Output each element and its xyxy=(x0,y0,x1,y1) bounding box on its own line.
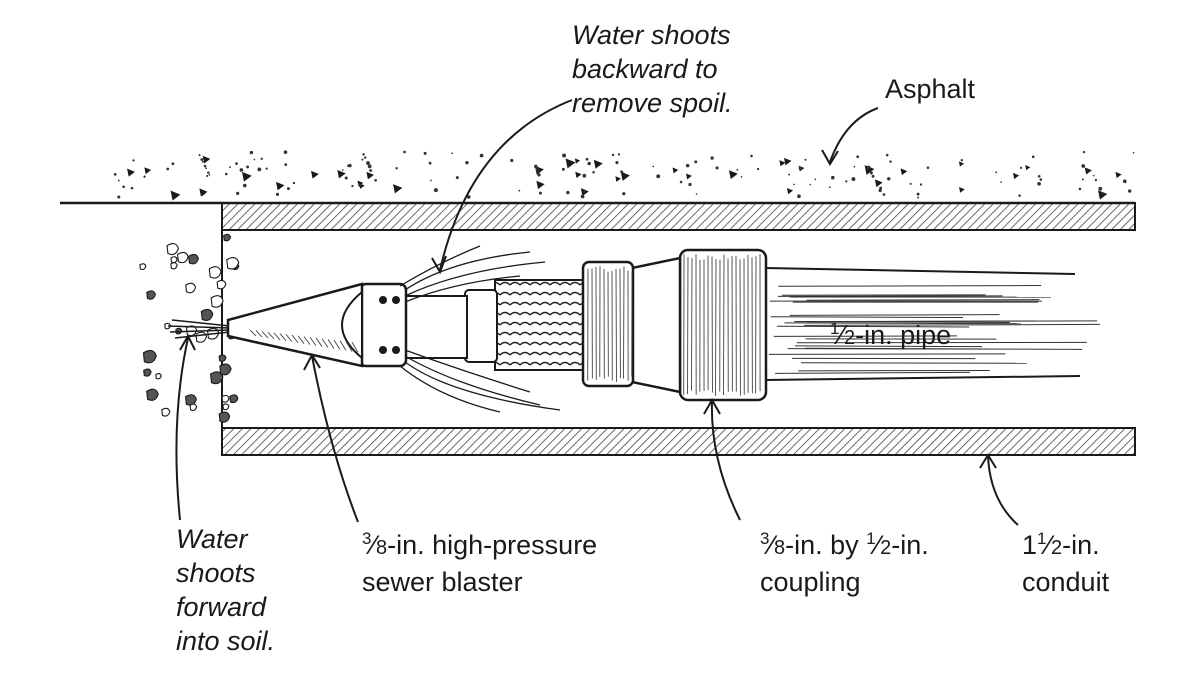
coupling-frac-den-1: 8 xyxy=(773,537,786,559)
half-inch-pipe xyxy=(764,267,1101,381)
label-coupling: 3⁄8-in. by 1⁄2-in. coupling xyxy=(760,529,929,597)
arrow-coupling xyxy=(710,399,741,521)
blaster-frac-num: 3 xyxy=(362,529,372,548)
asphalt-aggregate xyxy=(113,150,1135,201)
label-forward-line-3: forward xyxy=(176,592,267,622)
threaded-nipple xyxy=(404,279,584,371)
soil-debris xyxy=(139,233,240,423)
label-backward-line-1: Water shoots xyxy=(572,20,731,50)
label-forward-line-2: shoots xyxy=(176,558,256,588)
nozzle-tip-dome xyxy=(341,289,363,361)
label-forward-water: Water shoots forward into soil. xyxy=(176,522,275,658)
coupling xyxy=(581,248,768,402)
coupling-mid: -in. by xyxy=(785,530,867,560)
arrowhead-blaster xyxy=(303,352,321,371)
conduit-line-2: conduit xyxy=(1022,567,1110,597)
coupling-frac-num-1: 3 xyxy=(760,529,770,548)
label-asphalt: Asphalt xyxy=(885,74,976,104)
coupling-taper xyxy=(630,256,682,394)
backward-water-spray xyxy=(399,245,561,413)
threads xyxy=(494,279,584,371)
pipe-text: -in. pipe xyxy=(855,320,952,350)
arrowhead-asphalt xyxy=(821,149,839,166)
arrow-conduit xyxy=(987,455,1019,526)
arrowhead-backward xyxy=(431,255,447,275)
asphalt-layer xyxy=(60,150,1135,205)
conduit-top-wall xyxy=(221,202,1136,231)
conduit xyxy=(221,202,1136,456)
label-forward-line-1: Water xyxy=(176,524,248,554)
blaster-frac-den: 8 xyxy=(375,537,388,559)
arrow-blaster xyxy=(311,355,359,523)
label-conduit: 11⁄2-in. conduit xyxy=(1022,529,1110,597)
conduit-frac-num: 1 xyxy=(1037,529,1047,548)
arrow-asphalt xyxy=(829,107,879,163)
sewer-blaster-nozzle xyxy=(226,282,408,368)
conduit-bottom-wall xyxy=(221,427,1136,456)
nipple-collar xyxy=(464,289,498,363)
arrow-forward-water xyxy=(175,337,189,521)
blaster-body xyxy=(404,295,468,359)
conduit-whole: 1 xyxy=(1022,530,1038,560)
forward-water-jet xyxy=(167,319,231,339)
coupling-frac-num-2: 1 xyxy=(866,529,876,548)
coupling-line-2: coupling xyxy=(760,567,861,597)
blaster-line-2: sewer blaster xyxy=(362,567,523,597)
pipe-frac-den: 2 xyxy=(843,327,856,349)
label-backward-line-2: backward to xyxy=(572,54,718,84)
conduit-end: -in. xyxy=(1062,530,1100,560)
pipe-frac-num: 1 xyxy=(830,319,840,338)
label-backward-line-3: remove spoil. xyxy=(572,88,733,118)
conduit-frac-den: 2 xyxy=(1051,537,1063,559)
label-forward-line-4: into soil. xyxy=(176,626,276,656)
label-backward-water: Water shoots backward to remove spoil. xyxy=(572,18,733,120)
label-pipe: 1⁄2-in. pipe xyxy=(830,319,952,350)
arrowhead-forward xyxy=(179,333,196,351)
leader-arrows xyxy=(175,99,1019,526)
label-blaster: 3⁄8-in. high-pressure sewer blaster xyxy=(362,529,598,597)
coupling-end: -in. xyxy=(891,530,929,560)
arrowhead-coupling xyxy=(703,397,721,415)
coupling-body xyxy=(678,248,768,402)
blaster-line-1: -in. high-pressure xyxy=(387,530,598,560)
arrowhead-conduit xyxy=(979,453,997,469)
arrow-backward-spray xyxy=(439,99,573,271)
coupling-frac-den-2: 2 xyxy=(880,537,892,559)
